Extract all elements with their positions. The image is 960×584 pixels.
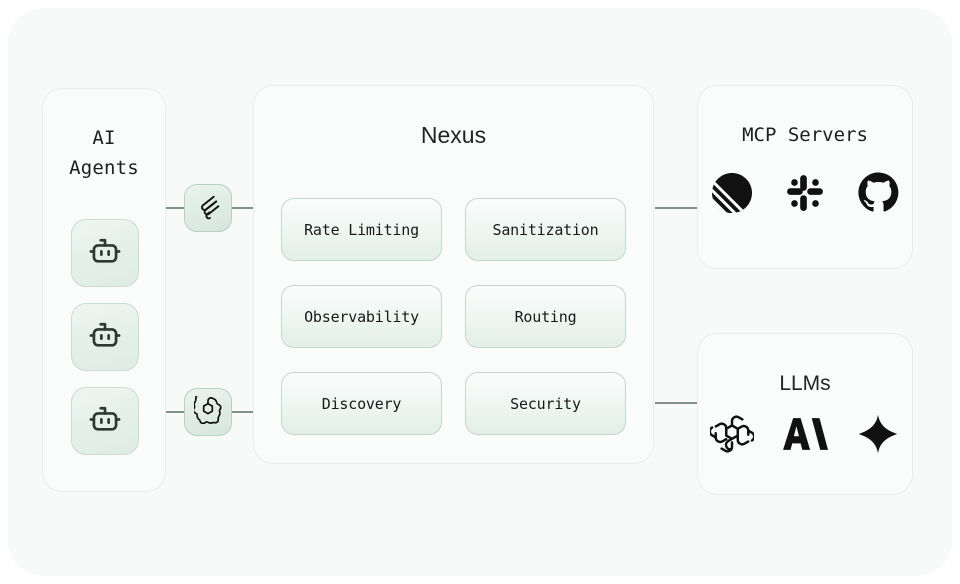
connector-agents-to-claude-badge	[166, 207, 185, 209]
connector-agents-to-openai-badge	[166, 411, 185, 413]
openai-badge[interactable]	[184, 388, 232, 436]
feature-pill-sanitization[interactable]: Sanitization	[465, 198, 626, 261]
robot-icon	[86, 316, 124, 359]
connector-nexus-to-mcp-servers	[655, 207, 697, 209]
connector-openai-badge-to-nexus	[231, 411, 254, 413]
mcp-servers-panel: MCP Servers	[697, 85, 913, 269]
robot-icon	[86, 400, 124, 443]
feature-pill-rate-limiting[interactable]: Rate Limiting	[281, 198, 442, 261]
nexus-panel: Nexus Rate Limiting Sanitization Observa…	[253, 85, 654, 464]
ai-agents-title-line-2: Agents	[69, 157, 139, 179]
ai-agents-title: AI Agents	[43, 123, 165, 183]
agent-tile-2[interactable]	[71, 303, 139, 371]
llms-logo-row	[698, 410, 912, 457]
anthropic-icon[interactable]	[782, 410, 829, 457]
feature-pill-observability[interactable]: Observability	[281, 285, 442, 348]
nexus-title: Nexus	[420, 122, 487, 148]
openai-icon[interactable]	[709, 410, 756, 457]
ai-agents-title-line-1: AI	[92, 127, 116, 149]
claude-icon	[193, 191, 223, 226]
feature-pill-routing[interactable]: Routing	[465, 285, 626, 348]
gemini-star-icon[interactable]	[855, 410, 902, 457]
openai-icon	[192, 393, 222, 429]
feature-pill-discovery[interactable]: Discovery	[281, 372, 442, 435]
claude-badge[interactable]	[184, 184, 232, 232]
connector-nexus-to-llms	[655, 402, 697, 404]
striped-circle-icon[interactable]	[709, 169, 756, 216]
feature-pill-security[interactable]: Security	[465, 372, 626, 435]
mcp-servers-logo-row	[698, 169, 912, 216]
github-icon[interactable]	[855, 169, 902, 216]
connector-claude-badge-to-nexus	[231, 207, 254, 209]
robot-icon	[86, 232, 124, 275]
ai-agents-panel: AI Agents	[42, 88, 166, 492]
slack-icon[interactable]	[782, 169, 829, 216]
llms-title: LLMs	[779, 372, 831, 395]
agent-tile-3[interactable]	[71, 387, 139, 455]
llms-panel: LLMs	[697, 333, 913, 495]
agent-tile-1[interactable]	[71, 219, 139, 287]
mcp-servers-title: MCP Servers	[742, 124, 868, 146]
